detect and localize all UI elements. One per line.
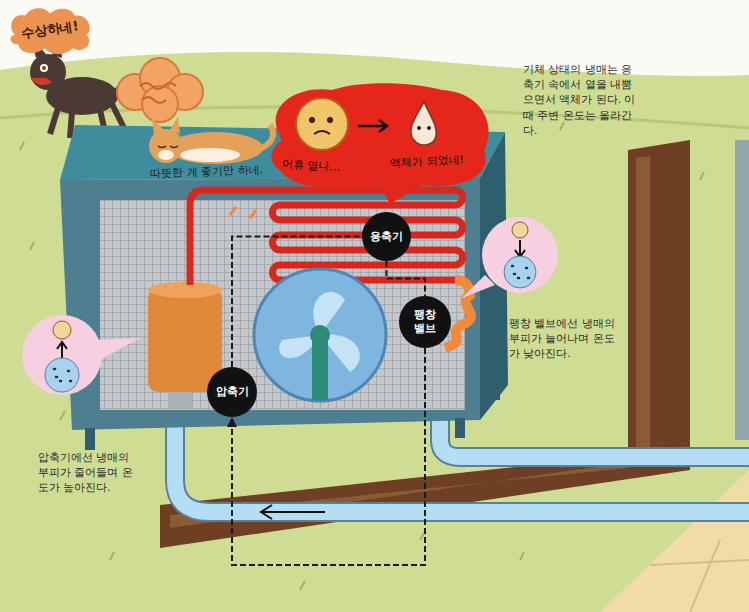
explanation-note: 기체 상태의 냉매는 응축기 속에서 열을 내뿜으면서 액체가 된다. 이때 주… (523, 62, 641, 138)
part-label: 압축기 (207, 367, 257, 417)
cat (180, 148, 240, 162)
speech-bubble-shape (314, 131, 330, 134)
molecule-bubble (512, 266, 529, 278)
flow-connector (387, 261, 426, 296)
cat (170, 116, 180, 134)
cat (152, 118, 164, 134)
explanation-note: 팽창 밸브에선 냉매의 부피가 늘어나며 온도가 낮아진다. (509, 316, 621, 362)
flow-connector (232, 237, 362, 368)
speech-bubble-shape (358, 120, 387, 132)
speech-bubble: 어휴 열나…액체가 되었네! (262, 80, 494, 206)
speech-bubble-shape (427, 126, 431, 130)
speech-bubble-shape (296, 98, 348, 150)
air-conditioner (60, 178, 480, 430)
air-conditioner (254, 269, 386, 401)
cat (158, 146, 178, 148)
air-conditioner (492, 380, 500, 400)
molecule-bubble (462, 217, 558, 298)
dog (42, 66, 46, 70)
dog (30, 78, 52, 85)
arrow-head (227, 417, 237, 427)
molecule-bubble (57, 342, 67, 358)
ground (600, 470, 749, 612)
air-conditioner (455, 418, 465, 438)
molecule-bubble (22, 315, 102, 395)
flow-connector (387, 261, 426, 296)
speech-text: 따뜻한 게 좋기만 하네. (150, 162, 263, 182)
dog (30, 54, 66, 90)
flow-connector (232, 237, 362, 368)
explanation-note: 압축기에선 냉매의 부피가 줄어들며 온도가 높아진다. (38, 450, 134, 496)
molecule-bubble (512, 222, 528, 238)
ground (0, 52, 749, 612)
speech-bubble-shape (417, 126, 421, 130)
air-conditioner (310, 325, 330, 345)
flow-connector (232, 348, 425, 565)
blue-pipe (261, 505, 325, 519)
speech-bubble-shape (309, 117, 315, 123)
ground (735, 140, 749, 440)
part-name: 압축기 (216, 385, 249, 399)
flow-connector (227, 348, 425, 565)
speech-bubble-shape (327, 117, 333, 123)
molecule-bubble (53, 321, 71, 339)
speech-bubble-shape (262, 80, 494, 206)
heat-cloud (117, 58, 203, 122)
ground (628, 140, 690, 470)
molecule-bubble (515, 240, 525, 257)
air-conditioner (148, 282, 222, 298)
cloud-shape (10, 8, 89, 54)
molecule-bubble (482, 217, 558, 293)
part-name: 응축기 (370, 230, 403, 244)
speech-bubble-shape (411, 102, 437, 145)
speech-bubble-shape (272, 83, 489, 204)
molecule-bubble (54, 369, 71, 381)
molecule-bubble (462, 275, 495, 298)
ground (650, 518, 749, 612)
exclaim-cloud: 수상하네! (6, 6, 94, 54)
cat (158, 150, 174, 160)
dog (40, 64, 48, 72)
cat (149, 129, 183, 163)
part-name: 팽창 밸브 (411, 308, 440, 336)
part-label: 팽창 밸브 (399, 296, 451, 348)
cat (149, 116, 273, 164)
part-label: 응축기 (362, 212, 411, 261)
molecule-bubble (504, 256, 536, 288)
air-conditioner (85, 428, 95, 450)
air-conditioner (312, 340, 328, 400)
heat-cloud (140, 83, 176, 103)
molecule-bubble (45, 358, 79, 392)
molecule-bubble (22, 315, 140, 395)
ground (636, 156, 650, 462)
